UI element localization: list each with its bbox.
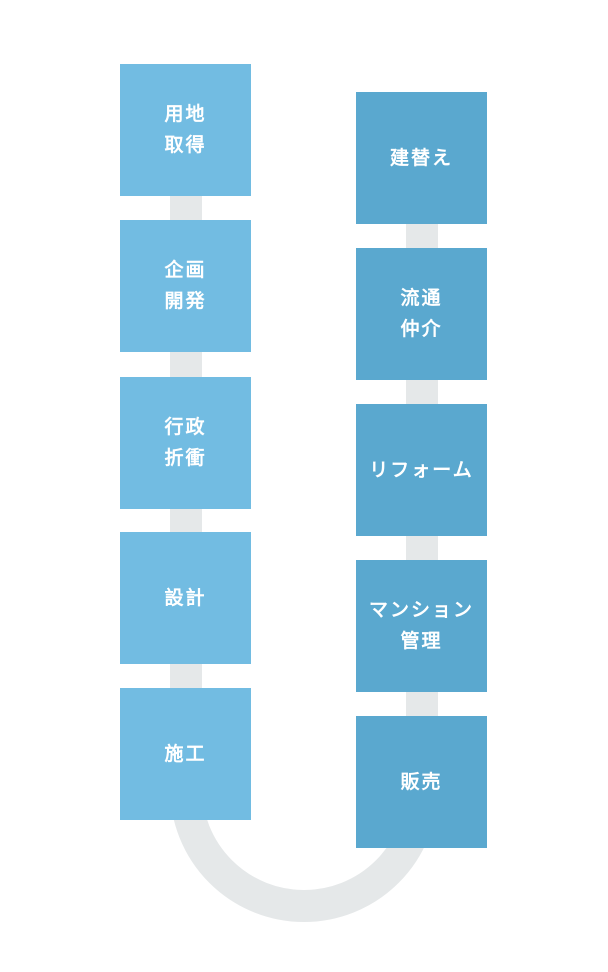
step-rebuilding: 建替え <box>356 92 487 224</box>
step-design: 設計 <box>120 532 251 664</box>
step-condo-management: マンション 管理 <box>356 560 487 692</box>
step-sales: 販売 <box>356 716 487 848</box>
step-land-acquisition: 用地 取得 <box>120 64 251 196</box>
step-brokerage: 流通 仲介 <box>356 248 487 380</box>
step-construction: 施工 <box>120 688 251 820</box>
step-administrative-negotiation: 行政 折衝 <box>120 377 251 509</box>
step-renovation: リフォーム <box>356 404 487 536</box>
step-planning-development: 企画 開発 <box>120 220 251 352</box>
